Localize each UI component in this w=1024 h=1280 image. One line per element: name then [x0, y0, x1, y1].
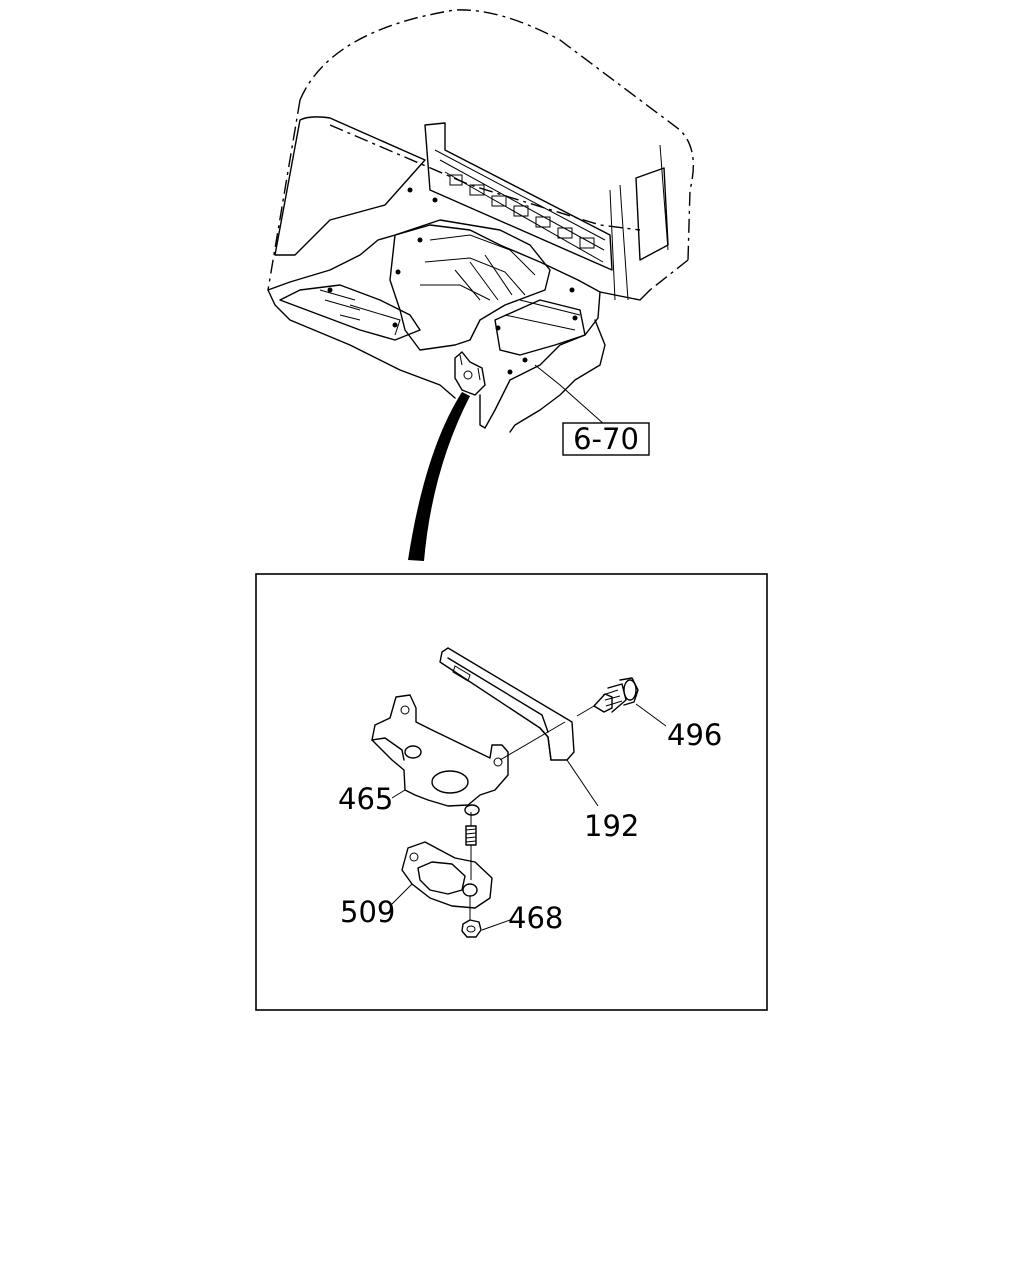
mounting-bracket-465	[371, 694, 566, 816]
detail-frame	[255, 573, 768, 1011]
detail-parts	[371, 647, 667, 938]
part-label-192: 192	[584, 809, 639, 843]
reference-box: 6-70	[562, 422, 650, 456]
callout-wedge	[408, 392, 470, 561]
nut-468	[461, 919, 482, 938]
strap-bracket-192	[439, 647, 575, 761]
part-label-496: 496	[667, 718, 722, 752]
reference-label: 6-70	[573, 422, 639, 456]
stud	[465, 812, 477, 880]
bolt-496	[576, 677, 639, 717]
plate-509	[401, 841, 493, 920]
cab-floor-illustration	[267, 9, 695, 433]
part-label-509: 509	[340, 895, 395, 929]
part-label-465: 465	[338, 782, 393, 816]
part-label-468: 468	[508, 901, 563, 935]
